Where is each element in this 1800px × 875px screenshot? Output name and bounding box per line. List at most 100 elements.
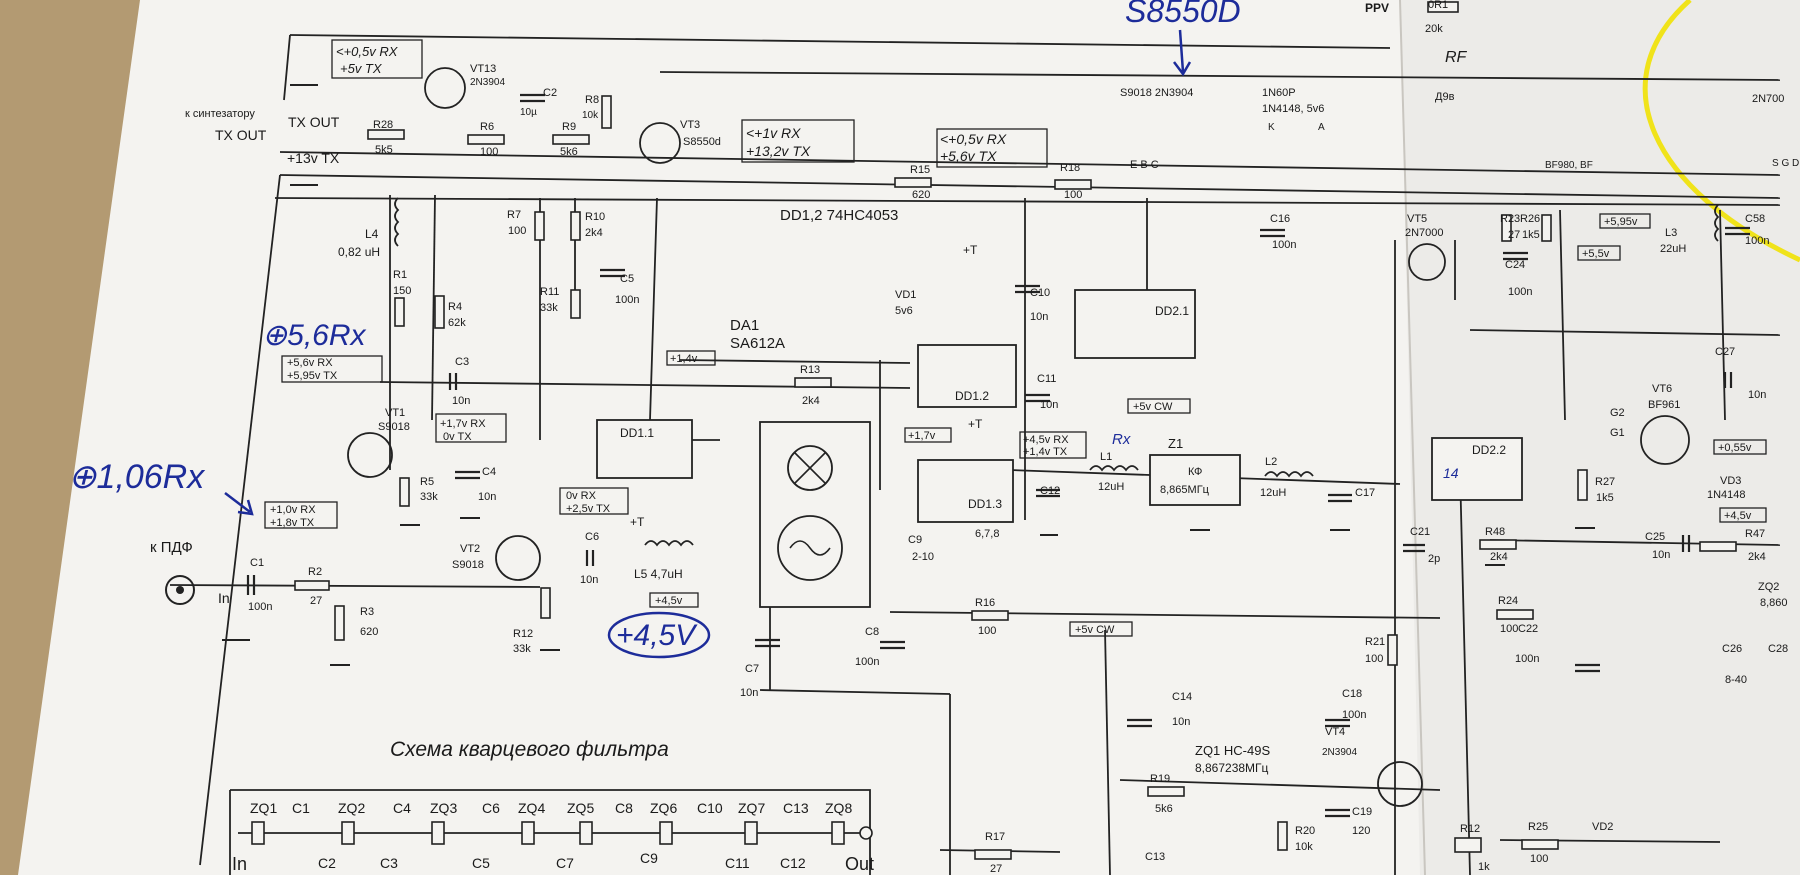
r3-label: R3 bbox=[360, 606, 374, 618]
filter-in-label: In bbox=[232, 854, 247, 874]
r15-value: 620 bbox=[912, 189, 930, 201]
box-d-line2: +2,5v TX bbox=[566, 503, 611, 515]
dd11-box bbox=[596, 419, 693, 479]
r5-symbol bbox=[399, 477, 410, 507]
input-connector-center bbox=[176, 586, 184, 594]
l2-label: L2 bbox=[1265, 456, 1277, 468]
c16-value: 100n bbox=[1272, 239, 1296, 251]
r9-value: 5k6 bbox=[560, 146, 578, 158]
box-rx45-line2: +1,4v TX bbox=[1023, 446, 1068, 458]
r21-value: 100 bbox=[1365, 653, 1383, 665]
box-55v: +5,5v bbox=[1582, 248, 1610, 260]
box-055v: +0,55v bbox=[1718, 442, 1752, 454]
vd3-value: 1N4148 bbox=[1707, 489, 1746, 501]
r25-value: 100 bbox=[1530, 853, 1548, 865]
c14-value: 10n bbox=[1172, 716, 1190, 728]
c21-value: 2p bbox=[1428, 553, 1440, 565]
c27-value: 10n bbox=[1748, 389, 1766, 401]
r24-label: R24 bbox=[1498, 595, 1518, 607]
zq1-label: ZQ1 HC-49S bbox=[1195, 743, 1270, 758]
c17-label: C17 bbox=[1355, 487, 1375, 499]
paper-fold bbox=[1399, 0, 1426, 875]
r7-value: 100 bbox=[508, 225, 526, 237]
c22-label: C22 bbox=[1518, 623, 1538, 635]
r8-label: R8 bbox=[585, 94, 599, 106]
box-14v: +1,4v bbox=[670, 353, 698, 365]
r28-label: R28 bbox=[373, 119, 393, 131]
box2-line1: <+1v RX bbox=[746, 125, 801, 141]
filter-out-label: Out bbox=[845, 854, 874, 874]
vt2-type: S9018 bbox=[452, 559, 484, 571]
filter-label-c2: C2 bbox=[318, 855, 336, 871]
r16-label: R16 bbox=[975, 597, 995, 609]
r0r1-label: 0R1 bbox=[1428, 0, 1448, 11]
vd2-label: VD2 bbox=[1592, 821, 1613, 833]
r25-label: R25 bbox=[1528, 821, 1548, 833]
vt6-symbol bbox=[1640, 415, 1690, 465]
capacitors bbox=[246, 93, 1750, 818]
r21-label: R21 bbox=[1365, 636, 1385, 648]
c22-value: 100n bbox=[1515, 653, 1539, 665]
r12b-value: 1k bbox=[1478, 861, 1490, 873]
l5-symbol bbox=[644, 540, 694, 547]
filter-label-zq2: ZQ2 bbox=[338, 800, 365, 816]
c2-value: 10µ bbox=[520, 107, 537, 118]
d9v-label: Д9в bbox=[1435, 91, 1455, 103]
dd11-label: DD1.1 bbox=[620, 426, 654, 440]
box-c-line2: +1,8v TX bbox=[270, 517, 315, 529]
box-c-line1: +1,0v RX bbox=[270, 504, 316, 516]
r23-label: R23 bbox=[1500, 213, 1520, 225]
tx-out-label-1: TX OUT bbox=[288, 114, 340, 130]
handwritten-56rx: ⊕5,6Rx bbox=[262, 319, 367, 352]
l4-label: L4 bbox=[365, 227, 379, 241]
l3-symbol bbox=[1714, 204, 1720, 242]
r47-label: R47 bbox=[1745, 528, 1765, 540]
c6-value: 10n bbox=[580, 574, 598, 586]
box-cw-2: +5v CW bbox=[1075, 624, 1115, 636]
c19-label: C19 bbox=[1352, 806, 1372, 818]
filter-label-c5: C5 bbox=[472, 855, 490, 871]
c28-label: C28 bbox=[1768, 643, 1788, 655]
n2n700-label: 2N700 bbox=[1752, 93, 1784, 105]
l1-label: L1 bbox=[1100, 451, 1112, 463]
c10-label: C10 bbox=[1030, 287, 1050, 299]
filter-label-zq8: ZQ8 bbox=[825, 800, 852, 816]
c58-label: C58 bbox=[1745, 213, 1765, 225]
paper-sheet bbox=[18, 0, 1440, 875]
c18-value: 100n bbox=[1342, 709, 1366, 721]
c14-label: C14 bbox=[1172, 691, 1192, 703]
ppv-label: PPV bbox=[1365, 1, 1389, 15]
label-boxes bbox=[264, 39, 1767, 637]
filter-label-c11: C11 bbox=[725, 855, 750, 871]
yellow-wire bbox=[1642, 0, 1800, 263]
r5-label: R5 bbox=[420, 476, 434, 488]
z1-label: Z1 bbox=[1168, 436, 1183, 451]
vt13-symbol bbox=[424, 67, 466, 109]
sine-wave bbox=[789, 540, 831, 556]
to-synth-label: к синтезатору bbox=[185, 108, 255, 120]
vt3-label: VT3 bbox=[680, 119, 700, 131]
filter-label-zq3: ZQ3 bbox=[430, 800, 457, 816]
dd12b-label: DD1.2 bbox=[955, 389, 989, 403]
vd1-value: 5v6 bbox=[895, 305, 913, 317]
zq2-value: 8,860 bbox=[1760, 597, 1788, 609]
r48-label: R48 bbox=[1485, 526, 1505, 538]
box-45v-right: +4,5v bbox=[1724, 510, 1752, 522]
tx-out-label-2: TX OUT bbox=[215, 127, 267, 143]
diode-k: K bbox=[1268, 122, 1275, 133]
r12-symbol bbox=[540, 587, 551, 619]
r48-value: 2k4 bbox=[1490, 551, 1508, 563]
box3-line2: +5,6v TX bbox=[940, 148, 997, 164]
filter-label-zq1: ZQ1 bbox=[250, 800, 277, 816]
r20-value: 10k bbox=[1295, 841, 1313, 853]
r6-value: 100 bbox=[480, 146, 498, 158]
box-cw: +5v CW bbox=[1133, 401, 1173, 413]
filter-label-c13: C13 bbox=[783, 800, 809, 816]
da1-box bbox=[759, 421, 871, 608]
mixer-cross-b bbox=[794, 452, 826, 484]
dd12-box bbox=[917, 344, 1017, 408]
r3-value: 620 bbox=[360, 626, 378, 638]
ebc-label: E B C bbox=[1130, 159, 1159, 171]
c25-value: 10n bbox=[1652, 549, 1670, 561]
vt5-type: 2N7000 bbox=[1405, 227, 1444, 239]
